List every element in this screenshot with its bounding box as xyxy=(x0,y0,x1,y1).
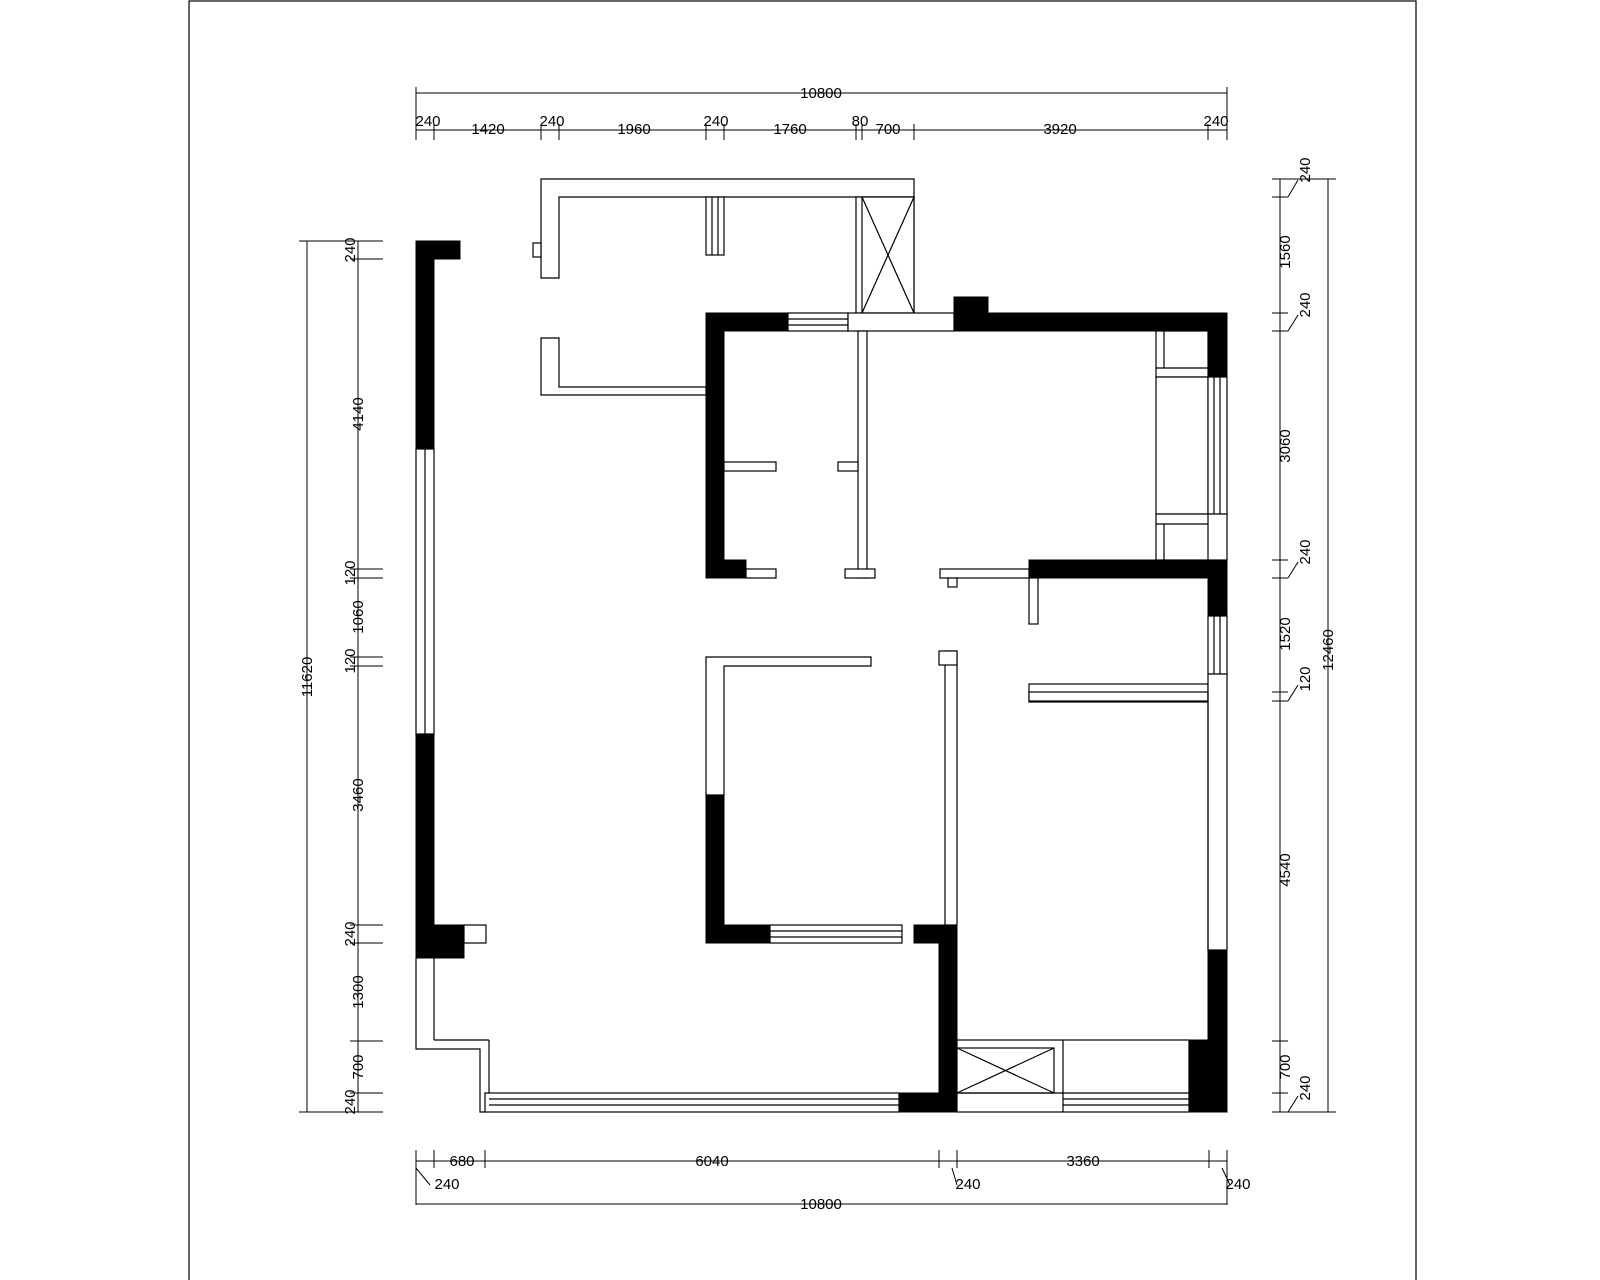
right-dim-7: 120 xyxy=(1297,666,1314,691)
right-upper-walls xyxy=(1155,330,1228,561)
top-dim-4: 1960 xyxy=(617,121,650,138)
right-dim-10: 240 xyxy=(1297,1075,1314,1100)
lower-room-walls xyxy=(705,650,958,1113)
left-dimension-chain: 11620 240 4140 120 1060 120 3460 240 130… xyxy=(299,237,383,1115)
top-dim-5: 240 xyxy=(703,113,728,130)
left-dim-10: 240 xyxy=(342,1089,359,1114)
left-dim-9: 700 xyxy=(350,1054,367,1079)
left-dim-6: 3460 xyxy=(350,778,367,811)
top-dim-9: 3920 xyxy=(1043,121,1076,138)
top-dim-7: 80 xyxy=(852,113,869,130)
right-dim-5: 240 xyxy=(1297,539,1314,564)
top-dim-8: 700 xyxy=(875,121,900,138)
upper-room-walls xyxy=(705,296,1228,579)
top-dim-3: 240 xyxy=(539,113,564,130)
right-dim-1: 240 xyxy=(1297,157,1314,182)
right-dim-6: 1520 xyxy=(1277,617,1294,650)
right-total-dimension: 12460 xyxy=(1320,629,1337,671)
right-dimension-chain: 12460 240 1560 240 3060 240 1520 120 454 xyxy=(1272,157,1337,1113)
left-dim-4: 1060 xyxy=(350,600,367,633)
bottom-wall xyxy=(484,949,1228,1113)
left-dim-1: 240 xyxy=(342,237,359,262)
top-dim-2: 1420 xyxy=(471,121,504,138)
shaft-box xyxy=(855,196,915,314)
bottom-dim-2: 6040 xyxy=(695,1153,728,1170)
right-dim-9: 700 xyxy=(1277,1054,1294,1079)
bottom-dim-3: 3360 xyxy=(1066,1153,1099,1170)
right-dim-2: 1560 xyxy=(1277,235,1294,268)
left-dim-5: 120 xyxy=(342,648,359,673)
floor-plan xyxy=(415,178,1228,1113)
bottom-total-dimension: 10800 xyxy=(800,1196,842,1213)
bottom-offset-3: 240 xyxy=(1225,1176,1250,1193)
left-dim-2: 4140 xyxy=(350,397,367,430)
left-dim-8: 1300 xyxy=(350,975,367,1008)
sheet-frame xyxy=(188,0,1417,1280)
right-dim-4: 3060 xyxy=(1277,429,1294,462)
bottom-offset-1: 240 xyxy=(434,1176,459,1193)
top-dim-6: 1760 xyxy=(773,121,806,138)
bottom-dim-1: 680 xyxy=(449,1153,474,1170)
left-exterior-wall xyxy=(415,240,490,1113)
left-total-dimension: 11620 xyxy=(299,657,316,698)
bottom-dimension-chain: 680 6040 3360 240 240 240 10800 xyxy=(415,1150,1251,1213)
left-dim-7: 240 xyxy=(342,921,359,946)
right-dim-8: 4540 xyxy=(1277,853,1294,886)
top-dimension-chain: 10800 240 1420 240 1960 240 1760 80 700 … xyxy=(415,85,1229,140)
top-dim-10: 240 xyxy=(1203,113,1228,130)
top-total-dimension: 10800 xyxy=(800,85,842,102)
left-dim-3: 120 xyxy=(342,560,359,585)
bottom-offset-2: 240 xyxy=(955,1176,980,1193)
right-dim-3: 240 xyxy=(1297,292,1314,317)
top-dim-1: 240 xyxy=(415,113,440,130)
middle-wall xyxy=(939,559,1228,951)
